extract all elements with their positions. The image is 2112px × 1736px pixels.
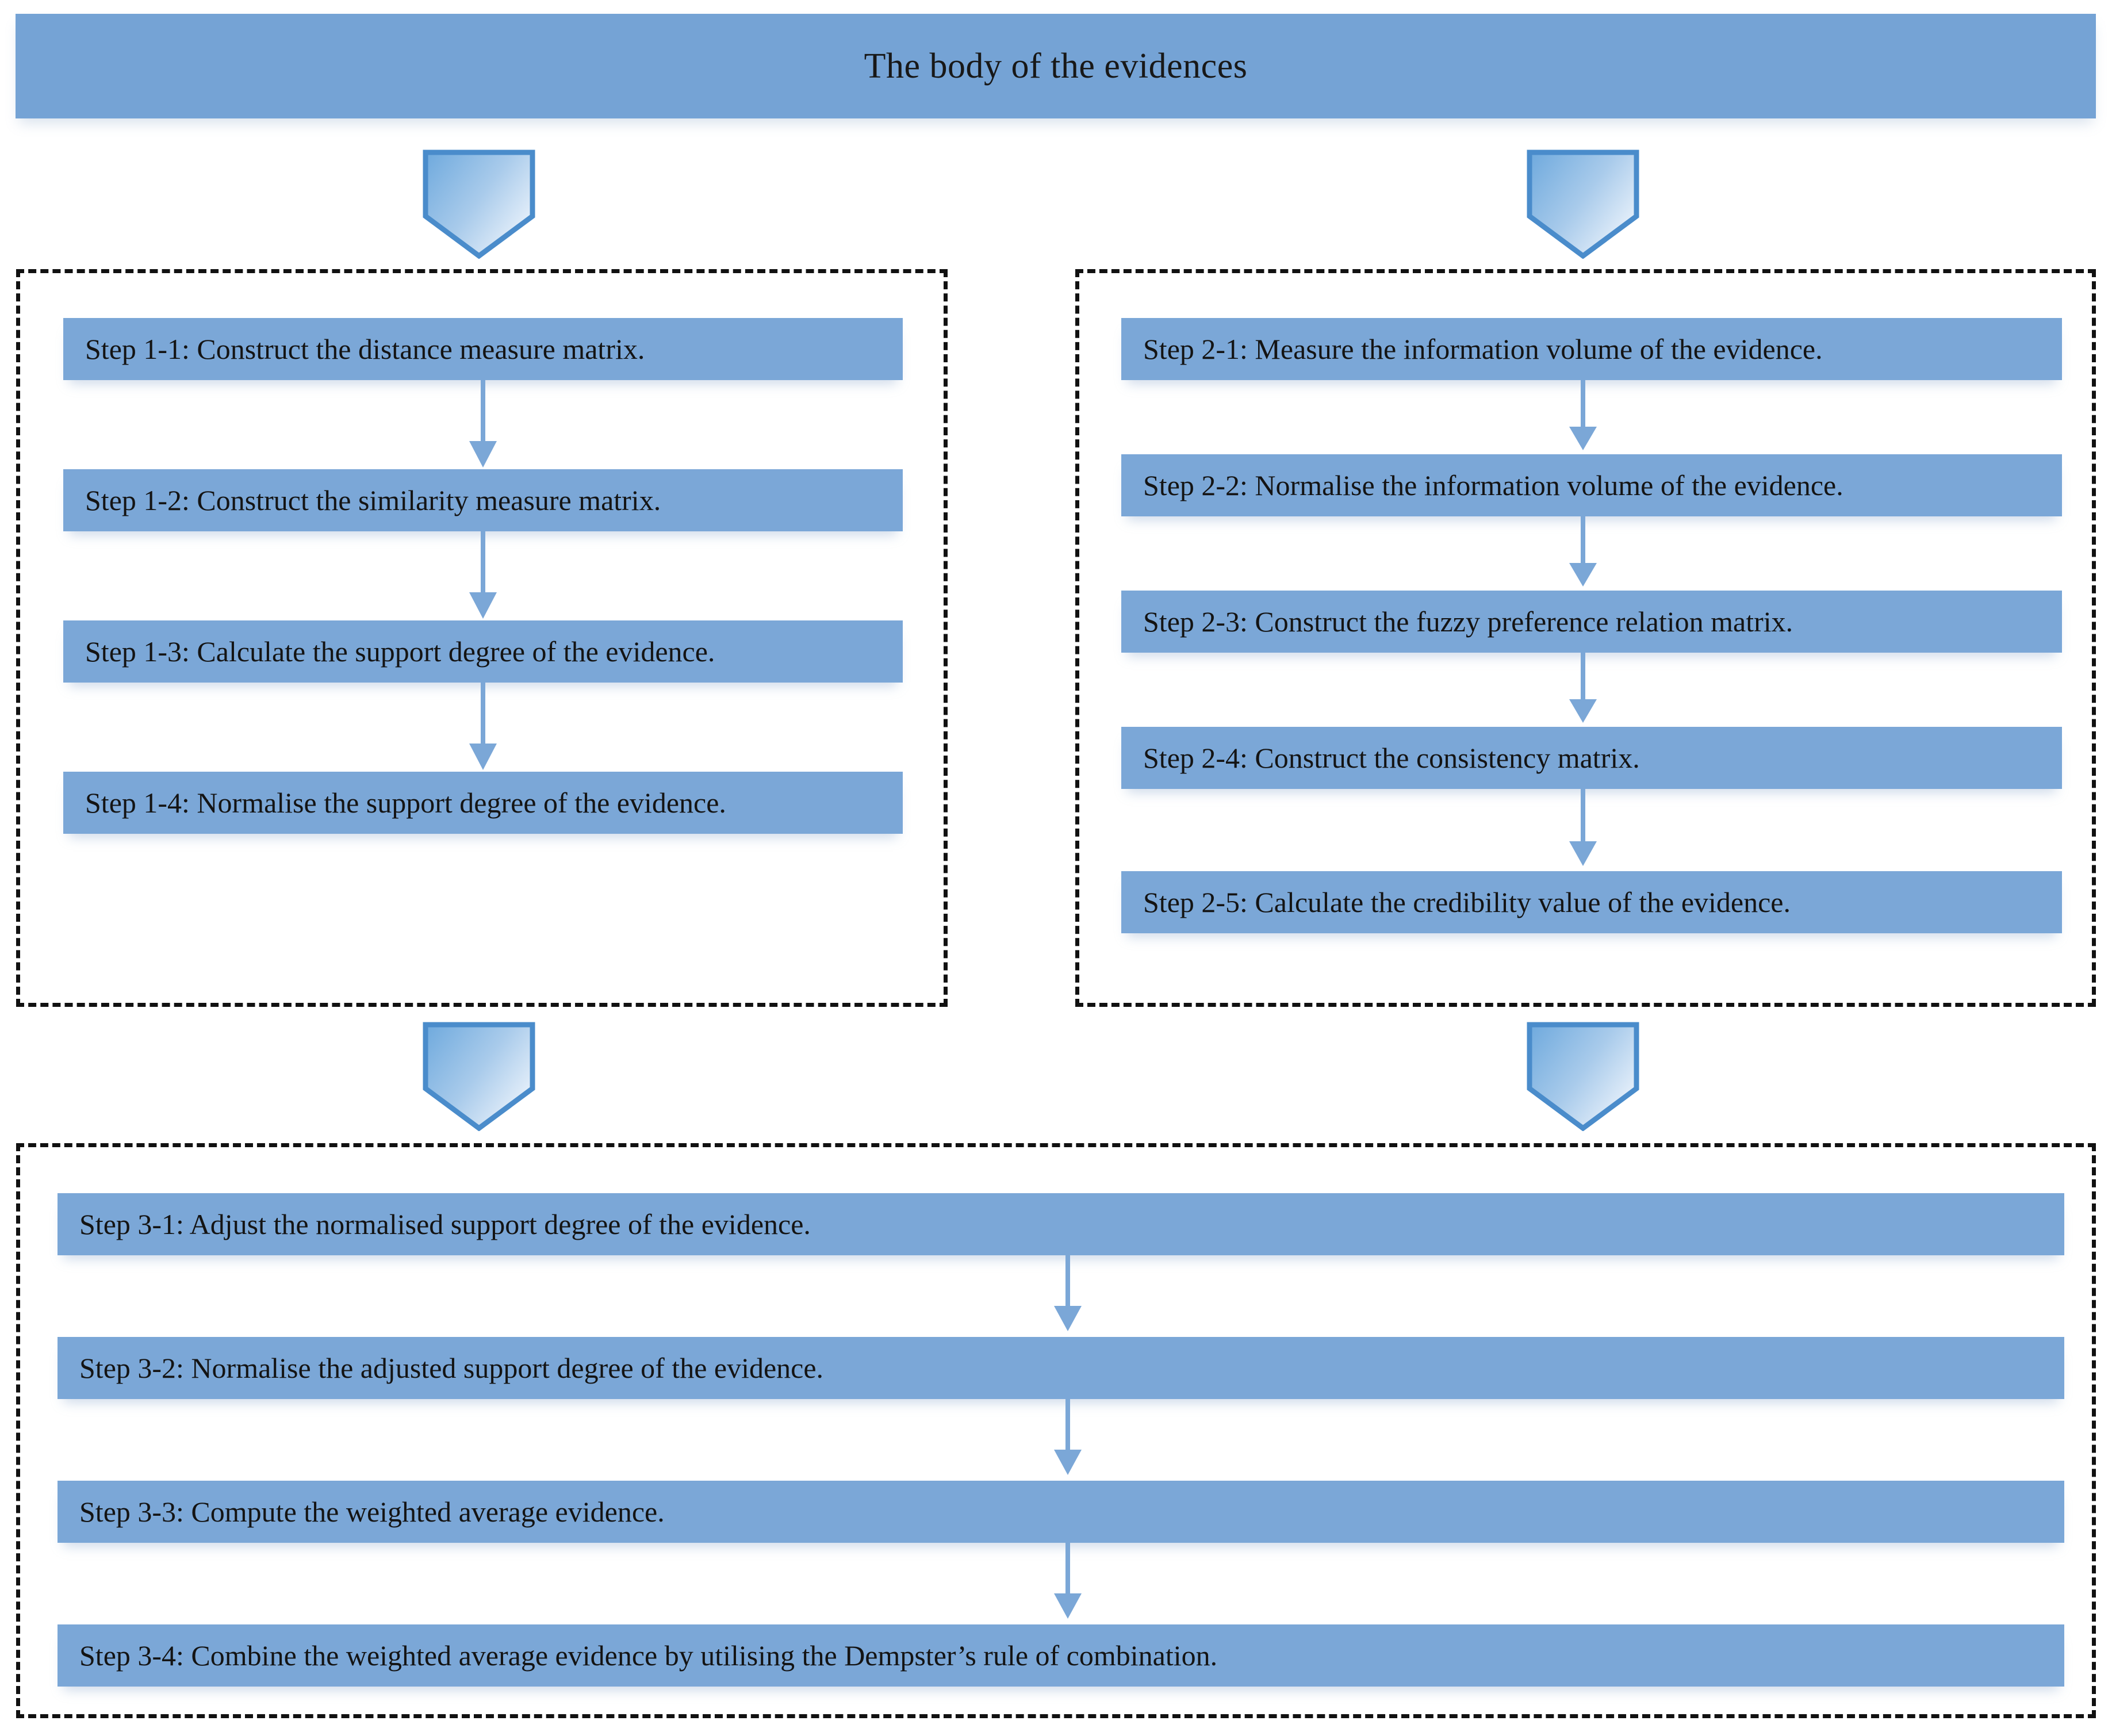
group-box-phase-1 <box>16 269 948 1007</box>
group-box-phase-3 <box>16 1143 2096 1718</box>
step-box-3-1[interactable]: Step 3-1: Adjust the normalised support … <box>58 1193 2064 1255</box>
step-label: Step 1-3: Calculate the support degree o… <box>85 635 715 668</box>
step-label: Step 2-3: Construct the fuzzy preference… <box>1143 605 1793 638</box>
step-box-2-2[interactable]: Step 2-2: Normalise the information volu… <box>1121 454 2062 516</box>
pentagon-down-arrow-icon-right-bottom <box>1527 1022 1639 1131</box>
step-label: Step 3-3: Compute the weighted average e… <box>79 1495 665 1528</box>
group-box-phase-2 <box>1075 269 2096 1007</box>
down-arrow-connector-icon-2-2-to-2-3 <box>1563 516 1603 588</box>
step-box-3-2[interactable]: Step 3-2: Normalise the adjusted support… <box>58 1337 2064 1399</box>
step-label: Step 3-1: Adjust the normalised support … <box>79 1208 811 1240</box>
step-label: Step 3-2: Normalise the adjusted support… <box>79 1351 824 1384</box>
step-box-2-3[interactable]: Step 2-3: Construct the fuzzy preference… <box>1121 591 2062 653</box>
step-label: Step 1-2: Construct the similarity measu… <box>85 484 661 516</box>
down-arrow-connector-icon-2-1-to-2-2 <box>1563 380 1603 452</box>
step-label: Step 2-4: Construct the consistency matr… <box>1143 741 1640 774</box>
step-label: Step 1-1: Construct the distance measure… <box>85 332 645 365</box>
step-label: Step 3-4: Combine the weighted average e… <box>79 1639 1218 1672</box>
step-box-1-2[interactable]: Step 1-2: Construct the similarity measu… <box>63 469 903 531</box>
page-title: The body of the evidences <box>864 46 1248 86</box>
step-box-2-5[interactable]: Step 2-5: Calculate the credibility valu… <box>1121 871 2062 933</box>
pentagon-down-arrow-icon-right-top <box>1527 150 1639 259</box>
pentagon-down-arrow-icon-left-bottom <box>423 1022 535 1131</box>
step-label: Step 2-5: Calculate the credibility valu… <box>1143 886 1791 918</box>
pentagon-down-arrow-icon-left-top <box>423 150 535 259</box>
down-arrow-connector-icon-2-3-to-2-4 <box>1563 653 1603 725</box>
step-label: Step 1-4: Normalise the support degree o… <box>85 786 726 819</box>
down-arrow-connector-icon-1-1-to-1-2 <box>463 380 503 469</box>
step-box-2-1[interactable]: Step 2-1: Measure the information volume… <box>1121 318 2062 380</box>
down-arrow-connector-icon-1-2-to-1-3 <box>463 531 503 620</box>
step-box-3-3[interactable]: Step 3-3: Compute the weighted average e… <box>58 1481 2064 1543</box>
step-label: Step 2-2: Normalise the information volu… <box>1143 469 1843 501</box>
step-label: Step 2-1: Measure the information volume… <box>1143 332 1823 365</box>
down-arrow-connector-icon-2-4-to-2-5 <box>1563 789 1603 868</box>
step-box-2-4[interactable]: Step 2-4: Construct the consistency matr… <box>1121 727 2062 789</box>
down-arrow-connector-icon-3-1-to-3-2 <box>1048 1255 1088 1333</box>
step-box-1-4[interactable]: Step 1-4: Normalise the support degree o… <box>63 772 903 834</box>
header-bar: The body of the evidences <box>16 14 2096 118</box>
step-box-3-4[interactable]: Step 3-4: Combine the weighted average e… <box>58 1624 2064 1687</box>
down-arrow-connector-icon-3-2-to-3-3 <box>1048 1399 1088 1477</box>
down-arrow-connector-icon-1-3-to-1-4 <box>463 683 503 772</box>
step-box-1-3[interactable]: Step 1-3: Calculate the support degree o… <box>63 620 903 683</box>
step-box-1-1[interactable]: Step 1-1: Construct the distance measure… <box>63 318 903 380</box>
down-arrow-connector-icon-3-3-to-3-4 <box>1048 1543 1088 1620</box>
